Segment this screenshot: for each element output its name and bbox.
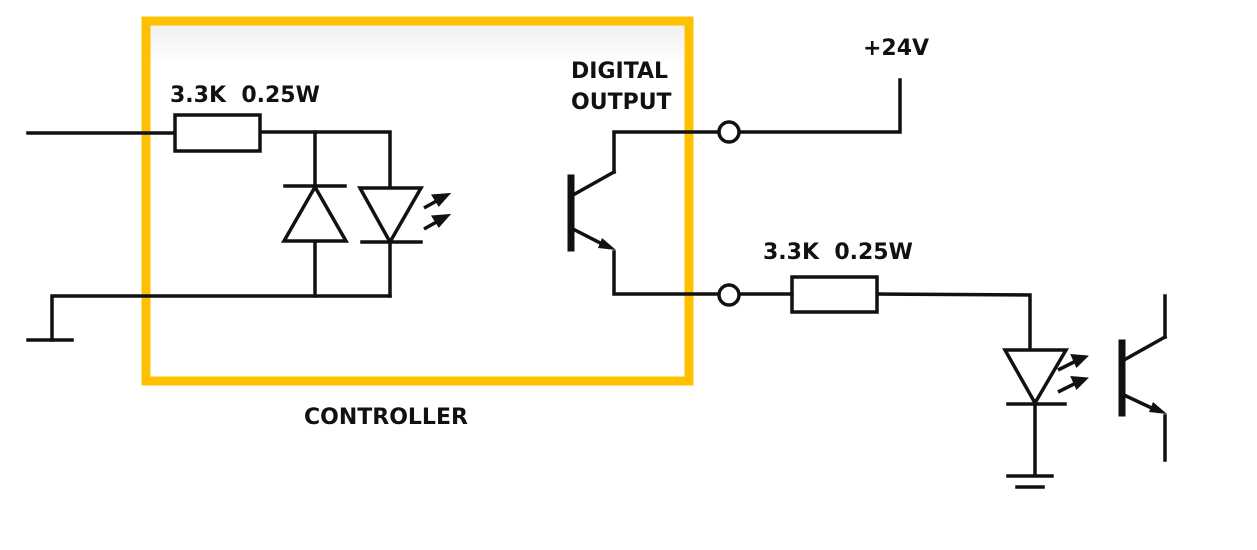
load-led [1001, 348, 1070, 477]
supply-wire [738, 78, 902, 134]
led-emission-arrows [423, 192, 1089, 394]
ground-right [1006, 474, 1054, 489]
terminal-bottom [717, 283, 741, 307]
output-resistor [790, 275, 879, 314]
controller-border [141, 16, 694, 386]
terminal-top [717, 120, 741, 144]
digital-output-label-line2: OUTPUT [571, 90, 672, 115]
output-wire [739, 292, 1032, 351]
supply-voltage-label: +24V [863, 36, 929, 61]
input-led-arrows [423, 192, 452, 231]
input-resistor-label: 3.3K 0.25W [170, 83, 320, 108]
controller-box-shading [149, 25, 685, 65]
output-transistor-arrow [598, 238, 616, 250]
input-resistor [173, 113, 262, 153]
load-transistor-arrow [1149, 402, 1167, 414]
digital-output-label-line1: DIGITAL [571, 59, 668, 84]
controller-label: CONTROLLER [304, 405, 468, 430]
input-bottom-rail [26, 294, 392, 342]
protection-diode [280, 183, 350, 298]
load-led-arrows [1057, 354, 1089, 394]
input-top-rail [259, 130, 392, 188]
transistor-arrowheads [598, 238, 1167, 414]
output-transistor [567, 130, 731, 296]
load-phototransistor [1118, 294, 1168, 462]
output-resistor-label: 3.3K 0.25W [763, 240, 913, 265]
controller-box [141, 16, 694, 386]
input-led [357, 186, 425, 298]
